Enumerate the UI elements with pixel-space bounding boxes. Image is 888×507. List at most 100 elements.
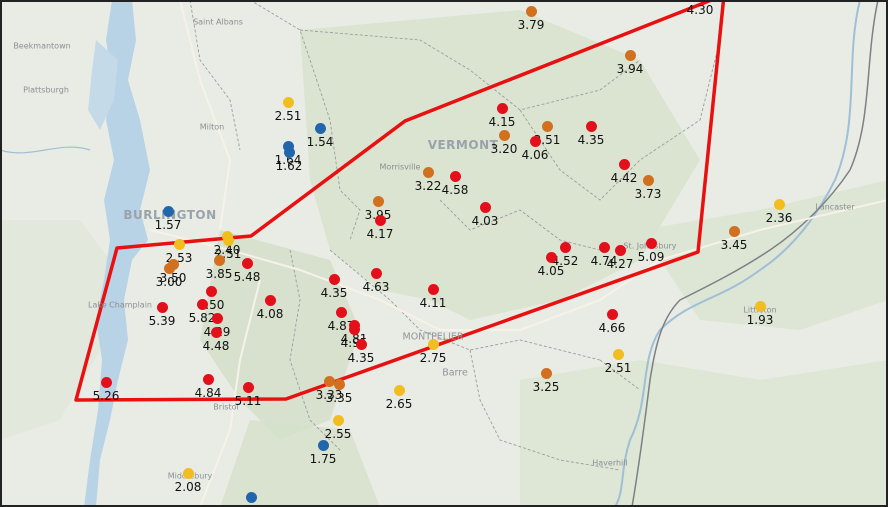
observation-dot: [222, 234, 234, 246]
observation-dot: [612, 348, 624, 360]
observation-dot: [210, 326, 222, 338]
observation-value: 3.35: [325, 391, 353, 405]
observation-value: 3.85: [205, 267, 233, 281]
region-outline: [74, 0, 726, 402]
observation-dot: [422, 166, 434, 178]
observation-dot: [213, 254, 225, 266]
observation-dot: [333, 378, 345, 390]
observation-value: 4.48: [202, 339, 230, 353]
observation-dot: [173, 238, 185, 250]
observation-value: 3.79: [517, 18, 545, 32]
observation-dot: [328, 273, 340, 285]
observation-dot: [317, 439, 329, 451]
observation-value: 2.36: [765, 211, 793, 225]
observation-dot: [211, 312, 223, 324]
observation-value: 1.57: [154, 218, 182, 232]
observation-value: 4.15: [488, 115, 516, 129]
observation-dot: [642, 174, 654, 186]
observation-dot: [614, 244, 626, 256]
observation-dot: [314, 122, 326, 134]
observation-value: 4.66: [598, 321, 626, 335]
observation-value: 4.42: [610, 171, 638, 185]
observation-value: 4.84: [194, 386, 222, 400]
observation-dot: [245, 491, 257, 503]
observation-dot: [754, 300, 766, 312]
observation-value: 2.55: [324, 427, 352, 441]
observation-dot: [205, 285, 217, 297]
observation-value: 4.63: [362, 280, 390, 294]
observation-dot: [202, 373, 214, 385]
observation-dot: [728, 225, 740, 237]
observation-dot: [449, 170, 461, 182]
observation-value: 4.03: [471, 214, 499, 228]
observation-dot: [282, 96, 294, 108]
observation-value: 5.09: [637, 250, 665, 264]
observation-value: 2.53: [165, 251, 193, 265]
observation-value: 4.35: [320, 286, 348, 300]
observation-dot: [585, 120, 597, 132]
observation-value: 4.74: [590, 254, 618, 268]
observation-value: 4.17: [366, 227, 394, 241]
observation-value: 4.30: [686, 3, 714, 17]
observation-value: 2.75: [419, 351, 447, 365]
observation-value: 1.62: [275, 159, 303, 173]
observation-value: 4.27: [606, 257, 634, 271]
observation-dot: [323, 375, 335, 387]
observation-dot: [545, 251, 557, 263]
observation-dot: [773, 198, 785, 210]
observation-value: 1.93: [746, 313, 774, 327]
observation-dot: [100, 376, 112, 388]
observation-value: 4.95: [340, 336, 368, 350]
observation-value: 4.05: [537, 264, 565, 278]
observation-dot: [540, 367, 552, 379]
observation-value: 3.45: [720, 238, 748, 252]
observation-value: 3.50: [159, 271, 187, 285]
observation-dot: [393, 384, 405, 396]
observation-value: 2.40: [213, 243, 241, 257]
observation-value: 4.87: [327, 319, 355, 333]
observation-dot: [163, 262, 175, 274]
observation-dot: [559, 241, 571, 253]
observation-value: 4.06: [521, 148, 549, 162]
observation-dot: [374, 214, 386, 226]
observation-value: 5.39: [148, 314, 176, 328]
observation-value: 1.64: [274, 153, 302, 167]
observation-value: 5.48: [233, 270, 261, 284]
observation-dot: [283, 146, 295, 158]
observation-dot: [427, 283, 439, 295]
observation-dot: [264, 294, 276, 306]
observation-dot: [370, 267, 382, 279]
observation-value: 6.50: [197, 298, 225, 312]
observation-value: 1.54: [306, 135, 334, 149]
observation-dot: [479, 201, 491, 213]
observation-dot: [332, 414, 344, 426]
observation-value: 3.94: [616, 62, 644, 76]
observation-value: 5.82: [188, 311, 216, 325]
observation-value: 3.20: [490, 142, 518, 156]
observation-value: 3.73: [634, 187, 662, 201]
observation-value: 4.35: [347, 351, 375, 365]
observation-dot: [645, 237, 657, 249]
observation-value: 3.00: [155, 275, 183, 289]
observation-dot: [355, 338, 367, 350]
observation-value: 4.11: [419, 296, 447, 310]
observation-dot: [525, 5, 537, 17]
observation-dot: [372, 195, 384, 207]
observation-dot: [496, 102, 508, 114]
observation-dot: [162, 205, 174, 217]
observation-dot: [598, 241, 610, 253]
observation-value: 5.11: [234, 394, 262, 408]
observation-value: 3.22: [414, 179, 442, 193]
observation-value: 2.51: [274, 109, 302, 123]
observation-value: 5.26: [92, 389, 120, 403]
observation-dot: [529, 135, 541, 147]
observation-dot: [156, 301, 168, 313]
observation-dot: [196, 298, 208, 310]
observation-dot: [606, 308, 618, 320]
observation-dot: [335, 306, 347, 318]
observation-dot: [618, 158, 630, 170]
observation-dot: [241, 257, 253, 269]
observation-value: 2.08: [174, 480, 202, 494]
